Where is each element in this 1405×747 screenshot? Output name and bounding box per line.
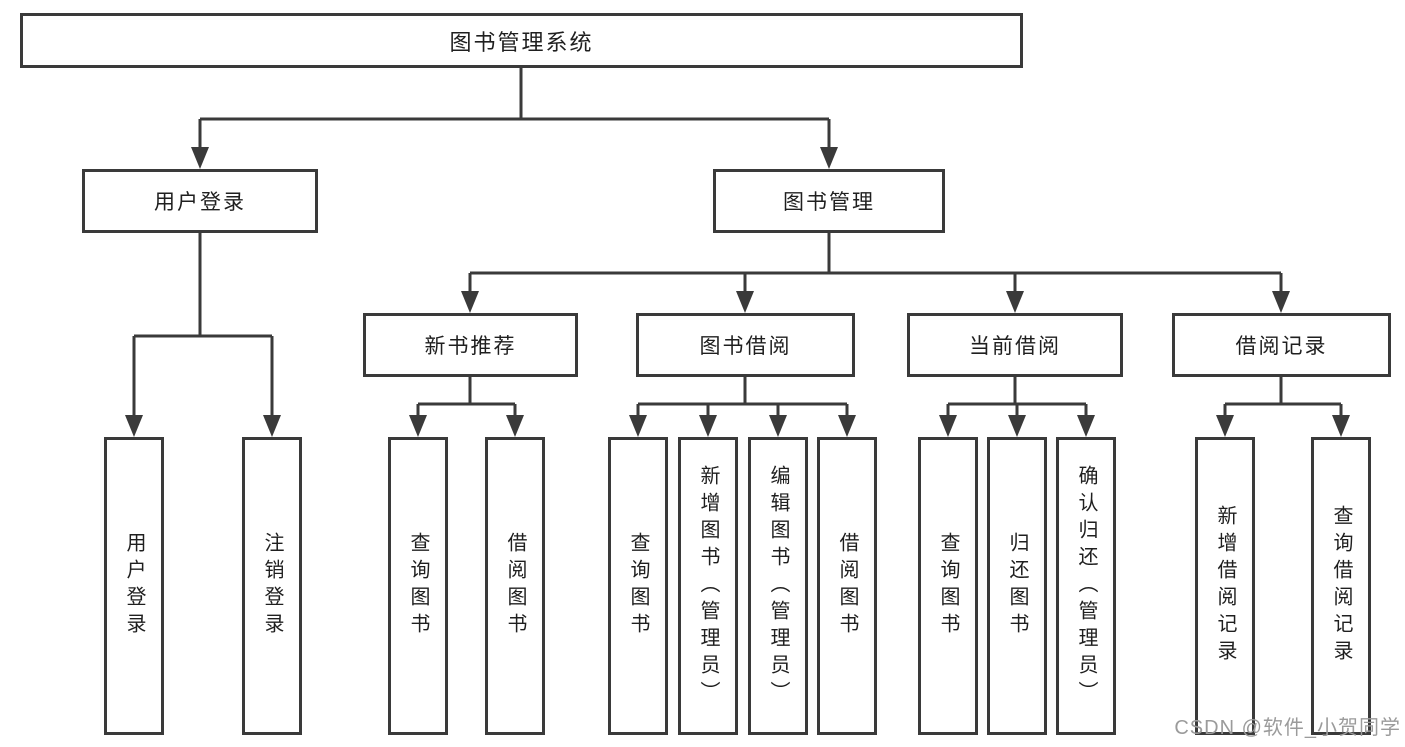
node-label: 借阅图书 <box>836 532 858 640</box>
arrow-down-icon <box>939 415 957 437</box>
arrow-down-icon <box>461 291 479 313</box>
arrow-down-icon <box>820 147 838 169</box>
node-label: 图书管理系统 <box>449 29 594 55</box>
node-label: 查询借阅记录 <box>1330 505 1352 667</box>
book-borrowing-branch-lines <box>636 377 849 418</box>
node-label: 用户登录 <box>154 191 246 214</box>
leaf-bb-edit-books-admin: 编辑图书（管理员） <box>748 437 808 735</box>
leaf-nbr-borrow-books: 借阅图书 <box>485 437 545 735</box>
node-label: 查询图书 <box>407 532 429 640</box>
leaf-user-login: 用户登录 <box>104 437 164 735</box>
watermark: CSDN @软件_小贺同学 <box>1174 717 1401 739</box>
node-label: 查询图书 <box>937 532 959 640</box>
node-current-borrowing: 当前借阅 <box>907 313 1123 377</box>
node-label: 新增借阅记录 <box>1214 505 1236 667</box>
book-management-branch-lines <box>468 233 1283 294</box>
node-label: 借阅图书 <box>504 532 526 640</box>
node-library-system-root: 图书管理系统 <box>20 13 1023 68</box>
user-login-branch-lines <box>132 233 274 418</box>
leaf-br-add-record: 新增借阅记录 <box>1195 437 1255 735</box>
arrow-down-icon <box>125 415 143 437</box>
node-user-login-branch: 用户登录 <box>82 169 318 233</box>
current-borrowing-branch-lines <box>946 377 1088 418</box>
node-label: 新书推荐 <box>424 335 517 358</box>
node-label: 编辑图书（管理员） <box>767 464 789 708</box>
arrow-down-icon <box>838 415 856 437</box>
arrow-down-icon <box>263 415 281 437</box>
arrow-down-icon <box>629 415 647 437</box>
root-stem-line <box>198 68 831 150</box>
node-label: 归还图书 <box>1006 532 1028 640</box>
node-label: 借阅记录 <box>1235 335 1328 358</box>
leaf-logout: 注销登录 <box>242 437 302 735</box>
arrow-down-icon <box>1272 291 1290 313</box>
leaf-bb-add-books-admin: 新增图书（管理员） <box>678 437 738 735</box>
arrow-down-icon <box>1008 415 1026 437</box>
arrow-down-icon <box>1006 291 1024 313</box>
arrow-down-icon <box>409 415 427 437</box>
new-book-recommend-branch-lines <box>416 377 517 418</box>
arrow-down-icon <box>769 415 787 437</box>
leaf-cb-return-books: 归还图书 <box>987 437 1047 735</box>
borrowing-records-branch-lines <box>1223 377 1343 418</box>
arrowhead-icons <box>125 147 1350 437</box>
arrow-down-icon <box>1216 415 1234 437</box>
leaf-nbr-query-books: 查询图书 <box>388 437 448 735</box>
node-label: 当前借阅 <box>969 335 1061 358</box>
node-new-book-recommend: 新书推荐 <box>363 313 578 377</box>
node-label: 用户登录 <box>123 532 145 640</box>
tree-connectors <box>132 68 1343 418</box>
node-book-borrowing: 图书借阅 <box>636 313 855 377</box>
node-label: 图书借阅 <box>699 335 792 358</box>
leaf-bb-query-books: 查询图书 <box>608 437 668 735</box>
node-label: 图书管理 <box>783 191 875 214</box>
arrow-down-icon <box>1077 415 1095 437</box>
arrow-down-icon <box>699 415 717 437</box>
node-label: 新增图书（管理员） <box>697 464 719 708</box>
leaf-cb-query-books: 查询图书 <box>918 437 978 735</box>
leaf-bb-borrow-books: 借阅图书 <box>817 437 877 735</box>
node-label: 确认归还（管理员） <box>1075 464 1097 708</box>
arrow-down-icon <box>506 415 524 437</box>
node-label: 注销登录 <box>261 532 283 640</box>
arrow-down-icon <box>1332 415 1350 437</box>
leaf-cb-confirm-return-admin: 确认归还（管理员） <box>1056 437 1116 735</box>
node-book-management-branch: 图书管理 <box>713 169 945 233</box>
leaf-br-query-record: 查询借阅记录 <box>1311 437 1371 735</box>
node-label: 查询图书 <box>627 532 649 640</box>
arrow-down-icon <box>736 291 754 313</box>
arrow-down-icon <box>191 147 209 169</box>
node-borrowing-records: 借阅记录 <box>1172 313 1391 377</box>
